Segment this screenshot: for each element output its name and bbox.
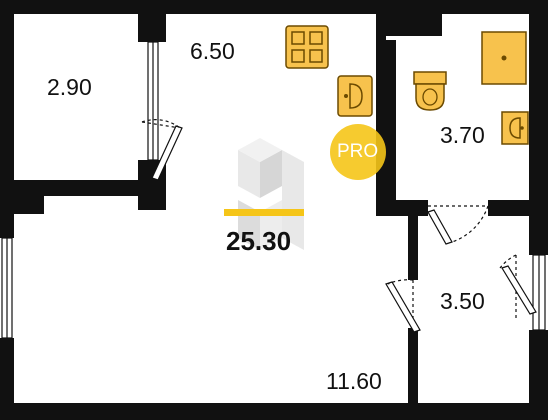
wall-top <box>0 0 548 14</box>
shower-icon <box>481 31 527 85</box>
window-left <box>1 237 13 339</box>
wall-right-top <box>529 0 548 255</box>
wall-bath-top-seg <box>386 14 442 36</box>
wall-bath-left <box>376 40 396 212</box>
wall-bottom <box>0 403 548 420</box>
room-area-living-room: 11.60 <box>326 368 382 394</box>
wall-living-stub <box>14 196 44 214</box>
stove-icon <box>285 25 329 69</box>
kitchen-sink-icon <box>337 75 373 117</box>
total-area: 25.30 <box>226 226 292 256</box>
pro-badge-text: PRO <box>337 141 379 162</box>
pro-badge-circle <box>330 124 386 180</box>
door-balcony <box>141 119 183 181</box>
wall-balcony-right-top <box>138 0 166 42</box>
wall-right-bottom <box>529 330 548 420</box>
wall-left-bottom <box>0 338 14 420</box>
door-hallway-right <box>499 254 537 318</box>
wall-left-top <box>0 0 14 238</box>
doors <box>141 119 537 333</box>
toilet-icon <box>413 71 447 111</box>
wall-bath-bottom-right <box>488 200 529 216</box>
wall-bath-top-left <box>376 0 386 40</box>
window-balcony-partition <box>147 41 159 161</box>
room-area-bathroom: 3.70 <box>440 122 485 148</box>
wall-hall-left-top <box>408 200 418 280</box>
window-right <box>532 254 546 331</box>
wall-hall-left-bottom <box>408 328 418 403</box>
door-bathroom <box>427 205 489 245</box>
room-area-kitchen: 6.50 <box>190 38 235 64</box>
wall-balcony-bottom <box>0 180 166 196</box>
room-area-hallway: 3.50 <box>440 288 485 314</box>
door-hallway-left <box>385 279 421 333</box>
washbasin-icon <box>501 111 529 145</box>
wall-bath-bottom-left <box>376 200 428 216</box>
room-area-balcony: 2.90 <box>47 74 92 100</box>
area-accent-bar <box>224 209 304 216</box>
